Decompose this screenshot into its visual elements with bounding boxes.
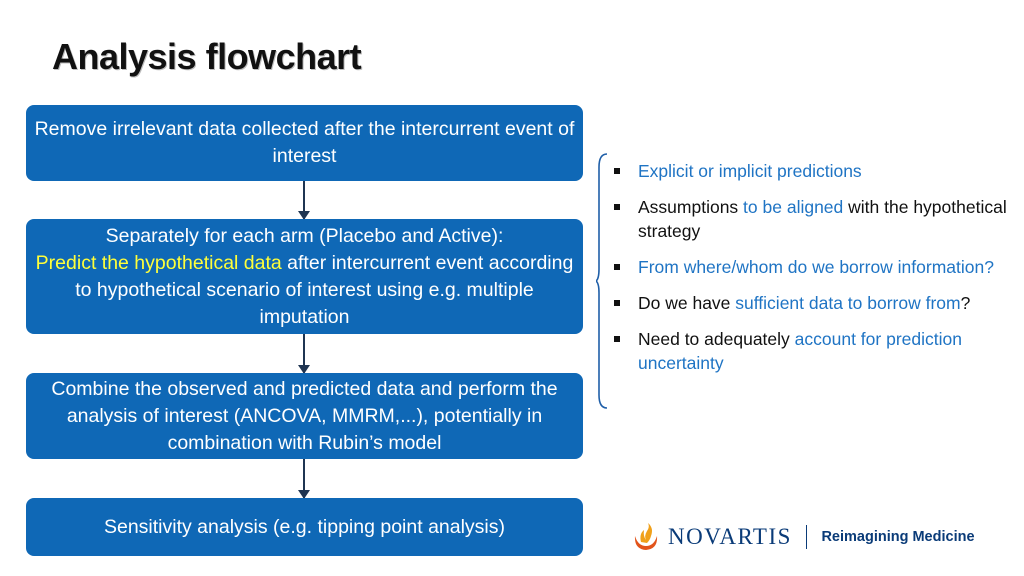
consideration-item: Assumptions to be aligned with the hypot…	[614, 195, 1024, 243]
consideration-text: Do we have	[638, 293, 736, 313]
flow-step-predict-highlight: Predict the hypothetical data	[35, 251, 282, 274]
flow-step-sensitivity-text: Sensitivity analysis (e.g. tipping point…	[103, 515, 506, 538]
bullet-square-icon	[614, 336, 620, 342]
flow-arrow-1	[298, 181, 310, 220]
consideration-text: Need to adequately	[638, 329, 795, 349]
bullet-square-icon	[614, 300, 620, 306]
consideration-item: Explicit or implicit predictions	[614, 159, 1024, 183]
flow-step-combine: Combine the observed and predicted data …	[26, 373, 583, 459]
consideration-text: with the hypothetical strategy	[638, 197, 1007, 241]
consideration-text: sufficient data to borrow from	[735, 293, 961, 313]
consideration-text: account for prediction uncertainty	[638, 329, 962, 373]
bullet-square-icon	[614, 204, 620, 210]
flow-step-predict: Separately for each arm (Placebo and Act…	[26, 219, 583, 334]
page-title: Analysis flowchart	[52, 36, 362, 77]
bullet-square-icon	[614, 264, 620, 270]
consideration-text: From where/whom do we borrow information…	[638, 257, 994, 277]
consideration-item: Need to adequately account for predictio…	[614, 327, 1024, 375]
consideration-text: Assumptions	[638, 197, 744, 217]
flow-step-sensitivity: Sensitivity analysis (e.g. tipping point…	[26, 498, 583, 556]
flow-step-remove-data: Remove irrelevant data collected after t…	[26, 105, 583, 181]
consideration-item: Do we have sufficient data to borrow fro…	[614, 291, 1024, 315]
consideration-text: ?	[960, 293, 971, 313]
novartis-logo: NOVARTIS Reimagining Medicine	[632, 520, 975, 554]
flow-arrow-2	[298, 334, 310, 374]
bullet-square-icon	[614, 168, 620, 174]
logo-tagline: Reimagining Medicine	[821, 529, 975, 545]
flow-step-predict-line1: Separately for each arm (Placebo and Act…	[105, 224, 504, 247]
flow-step-remove-data-text: Remove irrelevant data collected after t…	[34, 118, 575, 167]
flow-step-predict-rest: after intercurrent event according to hy…	[75, 251, 574, 328]
curly-brace	[596, 153, 608, 409]
consideration-text: to be aligned	[743, 197, 844, 217]
consideration-item: From where/whom do we borrow information…	[614, 255, 1024, 279]
consideration-text: Explicit or implicit predictions	[638, 161, 862, 181]
novartis-flame-icon	[634, 523, 658, 550]
flow-arrow-3	[298, 459, 310, 499]
logo-brand: NOVARTIS	[668, 524, 792, 549]
logo-divider	[805, 525, 808, 549]
flow-step-combine-text: Combine the observed and predicted data …	[51, 377, 558, 454]
